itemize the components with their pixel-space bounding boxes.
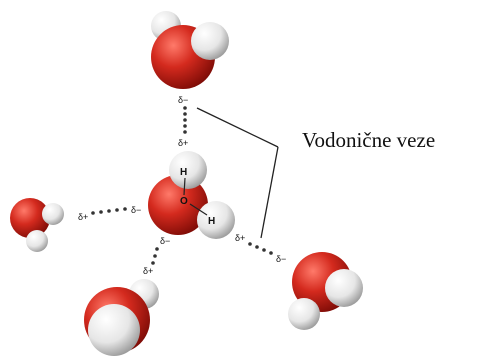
atom-label-oxygen: O [180,196,188,207]
covalent-bond [183,177,186,196]
hydrogen-atom [325,269,363,307]
hydrogen-bonds-label: Vodonične veze [302,128,436,152]
charge-label: δ− [276,254,286,264]
water-molecule-right [288,252,363,330]
callout-bracket [196,107,279,239]
charge-label: δ− [178,95,188,105]
oxygen-atom [148,175,208,235]
hydrogen-atom [288,298,320,330]
hydrogen-bond-lower-left [151,247,159,265]
covalent-bond [189,203,208,216]
charge-label: δ+ [78,212,88,222]
atom-label-hydrogen: H [208,216,215,227]
hydrogen-atom [197,201,235,239]
hydrogen-atom [169,151,207,189]
hydrogen-bond-right [248,242,273,255]
water-molecule-top [151,11,229,89]
charge-label: δ− [160,236,170,246]
hydrogen-atom [88,304,140,356]
hydrogen-atom [191,22,229,60]
water-molecule-left [10,198,64,252]
hydrogen-bond-left [91,207,127,215]
oxygen-atom [10,198,50,238]
charge-label: δ+ [143,266,153,276]
charge-label: δ+ [178,138,188,148]
hydrogen-atom [42,203,64,225]
charge-label: δ+ [235,233,245,243]
charge-label: δ− [131,205,141,215]
hydrogen-atom [26,230,48,252]
water-molecule-center: H O H [148,151,235,239]
hydrogen-bond-top [183,106,187,134]
atom-label-hydrogen: H [180,167,187,178]
water-molecule-lower-left [84,279,159,356]
